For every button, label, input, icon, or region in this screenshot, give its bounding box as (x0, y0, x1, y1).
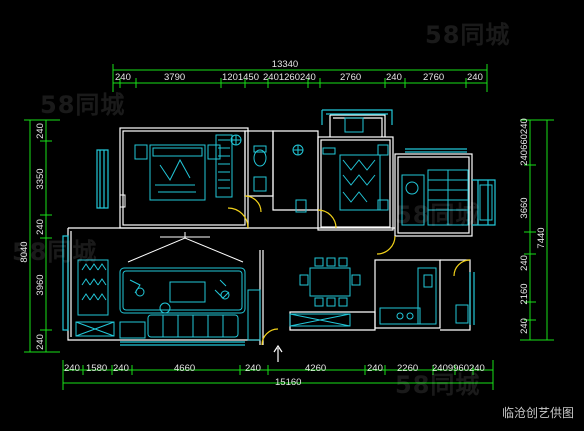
dim-right-seg: 3660 (519, 197, 530, 218)
wall-study (394, 153, 473, 237)
door-study (376, 235, 396, 255)
sofa-upper (119, 267, 246, 314)
dimension-text-top: 13340 240 3790 1201450 2401260240 2760 2… (115, 59, 483, 83)
sofa-lower (147, 302, 239, 338)
window-study-top (405, 148, 467, 153)
dim-right-total: 7440 (536, 227, 547, 248)
door-kitchen (453, 259, 471, 277)
dimension-lines (24, 64, 554, 390)
dim-bottom-seg: 2260 (397, 363, 418, 374)
entry-arrow (273, 344, 283, 362)
dim-top-seg: 2760 (423, 72, 444, 83)
door-entry (261, 328, 279, 346)
image-credit: 临沧创艺供图 (501, 406, 574, 420)
window-bottom-balcony (120, 341, 245, 346)
dim-top-seg: 2760 (340, 72, 361, 83)
watermark-logo: 58同城 (12, 238, 98, 266)
dim-top-seg: 240 (386, 72, 402, 83)
window-kitchen-right (469, 272, 475, 325)
dim-right-seg: 240 (519, 255, 530, 271)
wall-bathroom (244, 130, 274, 197)
dim-bottom-total: 15160 (275, 377, 301, 388)
toilet (253, 145, 267, 192)
dim-bottom-seg: 2409960240 (432, 363, 485, 374)
dim-bottom-seg: 240 (367, 363, 383, 374)
window-study-right (472, 179, 496, 226)
dim-left-seg: 240 (35, 123, 46, 139)
dim-left-seg: 3960 (35, 274, 46, 295)
bay-seat (344, 117, 364, 133)
dim-bottom-seg: 4260 (305, 363, 326, 374)
second-bed (322, 117, 389, 211)
wall-master-bedroom (119, 127, 249, 229)
dim-left-seg: 3350 (35, 168, 46, 189)
dining-table (299, 257, 361, 307)
dining-cabinet (289, 313, 351, 327)
dim-left-seg: 240 (35, 219, 46, 235)
dim-bottom-seg: 1580 (86, 363, 107, 374)
dim-left-total: 8040 (19, 241, 30, 262)
dim-top-total: 13340 (272, 59, 298, 70)
dim-bottom-seg: 4660 (174, 363, 195, 374)
watermark-logo: 58同城 (40, 91, 126, 119)
watermark-logo: 58同城 (395, 371, 481, 399)
door-second-bedroom (317, 209, 337, 229)
watermark-logo: 58同城 (395, 201, 481, 229)
dim-right-seg: 240 (519, 318, 530, 334)
dim-right-seg: 240660240 (519, 118, 530, 166)
dim-top-seg: 240 (467, 72, 483, 83)
window-bay-top (321, 109, 393, 125)
wall-second-bedroom (317, 136, 394, 231)
windows (62, 109, 496, 346)
window-master-left (96, 149, 109, 209)
window-living-left (62, 235, 69, 331)
tv-area (127, 232, 244, 263)
furniture (75, 117, 493, 341)
fan-fixture (230, 134, 304, 156)
dim-top-seg: 2401260240 (263, 72, 316, 83)
dim-top-seg: 3790 (164, 72, 185, 83)
dim-top-seg: 1201450 (222, 72, 259, 83)
study-desk (401, 169, 493, 226)
wall-living-room (67, 227, 395, 341)
master-bed (119, 144, 221, 208)
door-master (227, 207, 249, 229)
wall-kitchen (374, 259, 441, 329)
door-bathroom (244, 195, 262, 213)
walls (67, 114, 473, 345)
dimension-text-left: 8040 240 3350 240 3960 240 (19, 123, 46, 350)
washbasin (295, 199, 307, 213)
dim-right-seg: 2160 (519, 283, 530, 304)
dim-bottom-seg: 240 (64, 363, 80, 374)
dim-bottom-seg: 240 (245, 363, 261, 374)
watermark-logo: 58同城 (425, 21, 511, 49)
dim-left-seg: 240 (35, 334, 46, 350)
entry-cabinet (247, 289, 261, 341)
dimension-text-right: 7440 240660240 3660 240 2160 240 (519, 118, 547, 334)
dimension-text-bottom: 15160 240 1580 240 4660 240 4260 240 226… (64, 363, 485, 388)
master-wardrobe (215, 134, 233, 198)
dim-bottom-seg: 240 (113, 363, 129, 374)
kitchen-counter (379, 267, 469, 325)
wall-corridor (272, 130, 319, 211)
doors (227, 195, 471, 346)
dim-top-seg: 240 (115, 72, 131, 83)
living-shelf (75, 259, 146, 339)
